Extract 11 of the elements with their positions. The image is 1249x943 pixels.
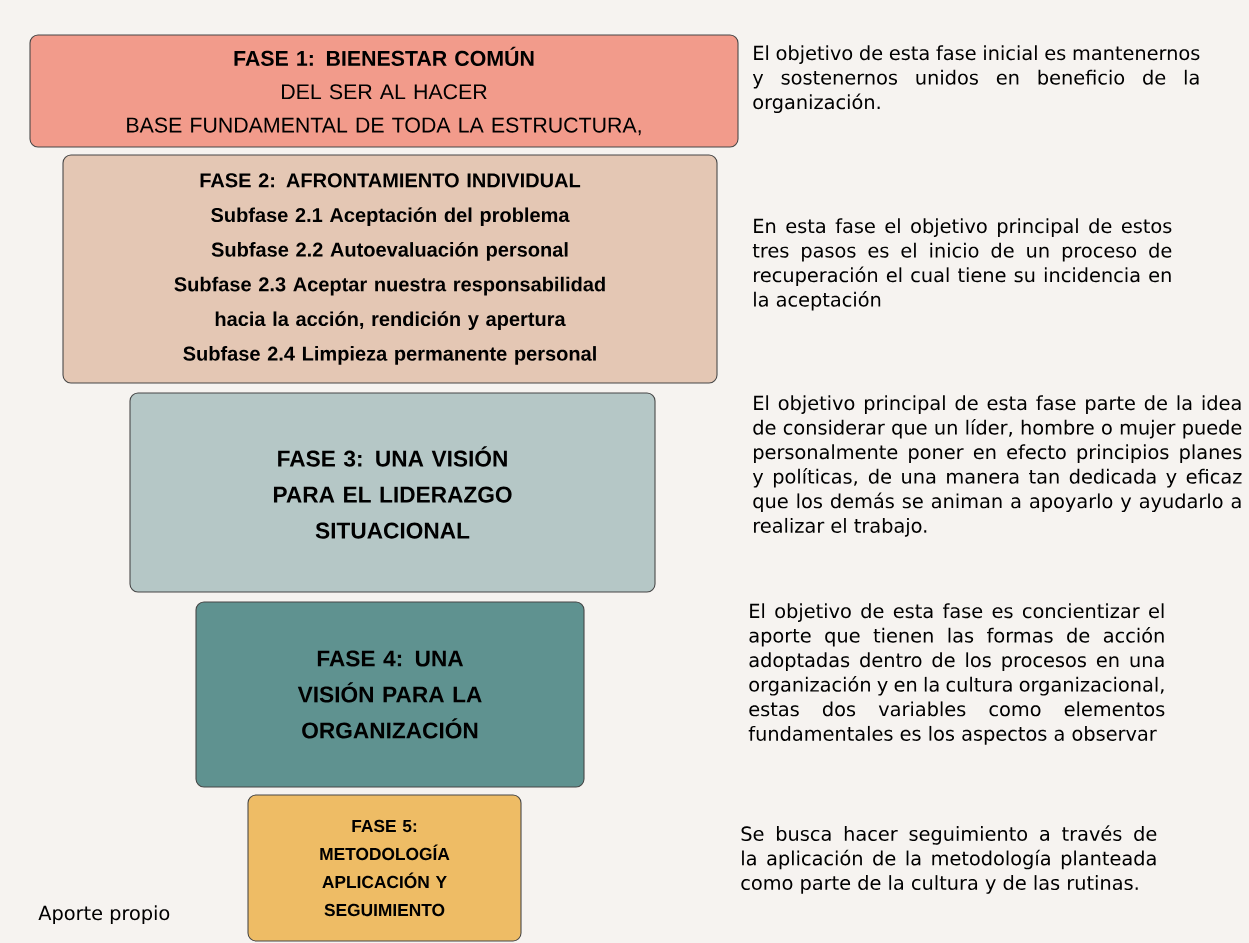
phase-box: FASE 4: UNA VISIÓN PARA LA ORGANIZACIÓN xyxy=(195,601,585,788)
source-note: Aporte propio xyxy=(38,905,170,924)
phase-box: FASE 2: AFRONTAMIENTO INDIVIDUAL Subfase 2.1 Aceptación del problema Subfase 2.2 Autoevaluación personal Subfase 2.3 Aceptar nuestra responsabilidad hacia la acción, rendición y apertura Subfase 2.4 Limpieza permanente personal xyxy=(62,154,718,384)
description-text: En esta fase el objetivo principal de estos tres pasos es el inicio de un proceso de recuperación el cual tiene su incidencia en la aceptación xyxy=(752,218,1172,311)
phase-box: FASE 3: UNA VISIÓN PARA EL LIDERAZGO SITUACIONAL xyxy=(129,392,656,593)
description-text: El objetivo de esta fase es concientizar el aporte que tienen las formas de acción adoptadas dentro de los procesos en una organización y en la cultura organizacional, estas dos variables como elementos fundamentales es los aspectos a observar xyxy=(748,603,1165,745)
description-text: El objetivo de esta fase inicial es mantenernos y sostenernos unidos en beneficio de la organización. xyxy=(752,45,1200,114)
phase-box: FASE 5: METODOLOGÍA APLICACIÓN Y SEGUIMIENTO xyxy=(247,794,522,942)
description-text: El objetivo principal de esta fase parte de la idea de considerar que un líder, hombre o mujer puede personalmente poner en efecto principios planes y políticas, de una manera tan dedicada y eficaz que los demás se animan a apoyarlo y ayudarlo a realizar el trabajo. xyxy=(752,395,1242,537)
description-text: Se busca hacer seguimiento a través de la aplicación de la metodología planteada como parte de la cultura y de las rutinas. xyxy=(741,825,1157,894)
phase-box: FASE 1: BIENESTAR COMÚN DEL SER AL HACER BASE FUNDAMENTAL DE TODA LA ESTRUCTURA, xyxy=(29,34,739,148)
